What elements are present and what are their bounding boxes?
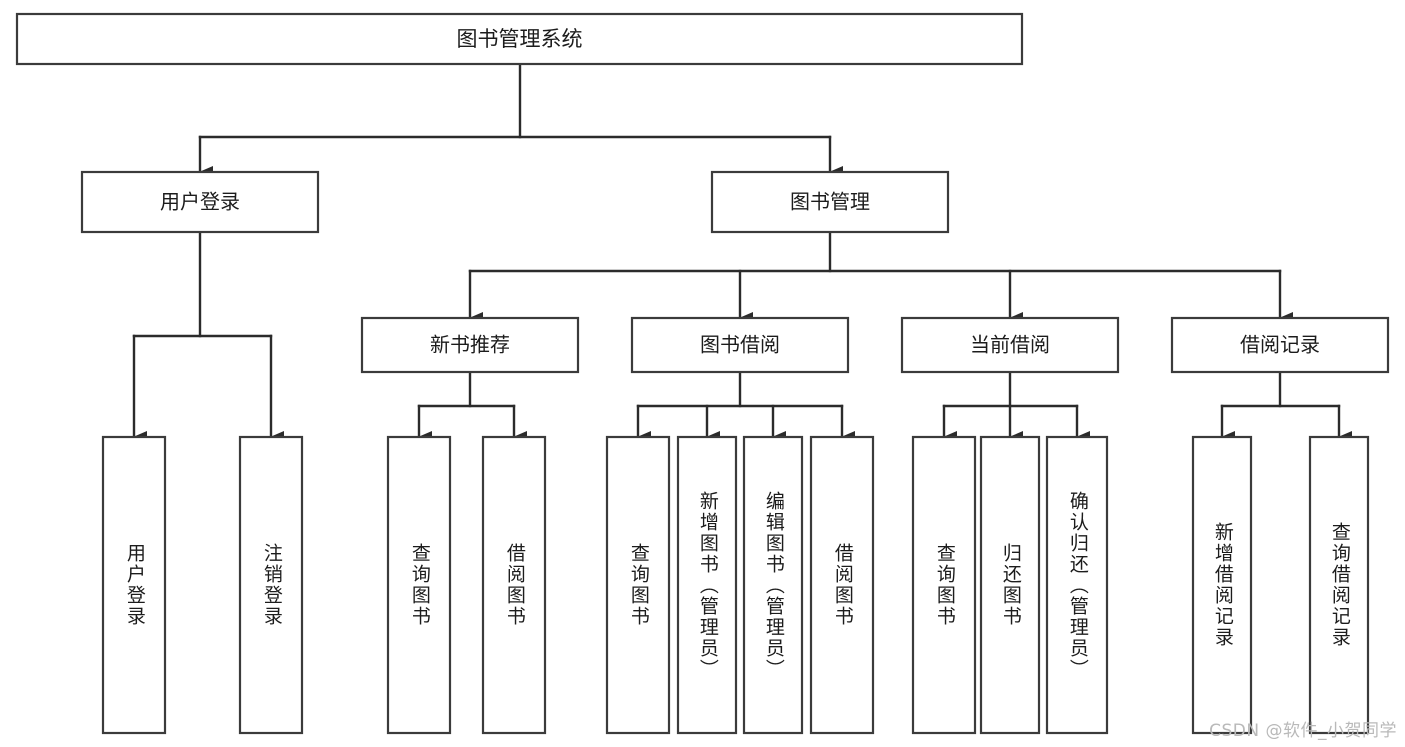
node-root-图书管理系统-label: 图书管理系统 [457, 27, 583, 51]
node-level3-2 [900, 316, 1120, 374]
boxes-layer [15, 12, 1390, 735]
node-level3-1 [630, 316, 850, 374]
node-level3-2-label: 当前借阅 [970, 333, 1050, 357]
node-level3-3 [1170, 316, 1390, 374]
node-level3-1-label: 图书借阅 [700, 333, 780, 357]
node-level2-1 [710, 170, 950, 234]
node-leaf-1 [238, 435, 304, 735]
node-level2-0 [80, 170, 320, 234]
node-level3-3-label: 借阅记录 [1240, 333, 1320, 357]
node-level2-1-label: 图书管理 [790, 190, 870, 214]
node-leaf-10 [1045, 435, 1109, 735]
watermark-credit: CSDN @软件_小贺同学 [1209, 721, 1397, 741]
node-level3-0-label: 新书推荐 [430, 333, 510, 357]
node-level3-0 [360, 316, 580, 374]
node-leaf-8 [911, 435, 977, 735]
node-leaf-2 [386, 435, 452, 735]
node-leaf-11 [1191, 435, 1253, 735]
connectors-layer [132, 62, 1352, 443]
node-leaf-4 [605, 435, 671, 735]
node-leaf-5 [676, 435, 738, 735]
node-leaf-9 [979, 435, 1041, 735]
node-leaf-12 [1308, 435, 1370, 735]
node-level2-0-label: 用户登录 [160, 190, 240, 214]
node-root-图书管理系统 [15, 12, 1024, 66]
node-leaf-6 [742, 435, 804, 735]
node-leaf-3 [481, 435, 547, 735]
node-leaf-7 [809, 435, 875, 735]
node-leaf-0 [101, 435, 167, 735]
